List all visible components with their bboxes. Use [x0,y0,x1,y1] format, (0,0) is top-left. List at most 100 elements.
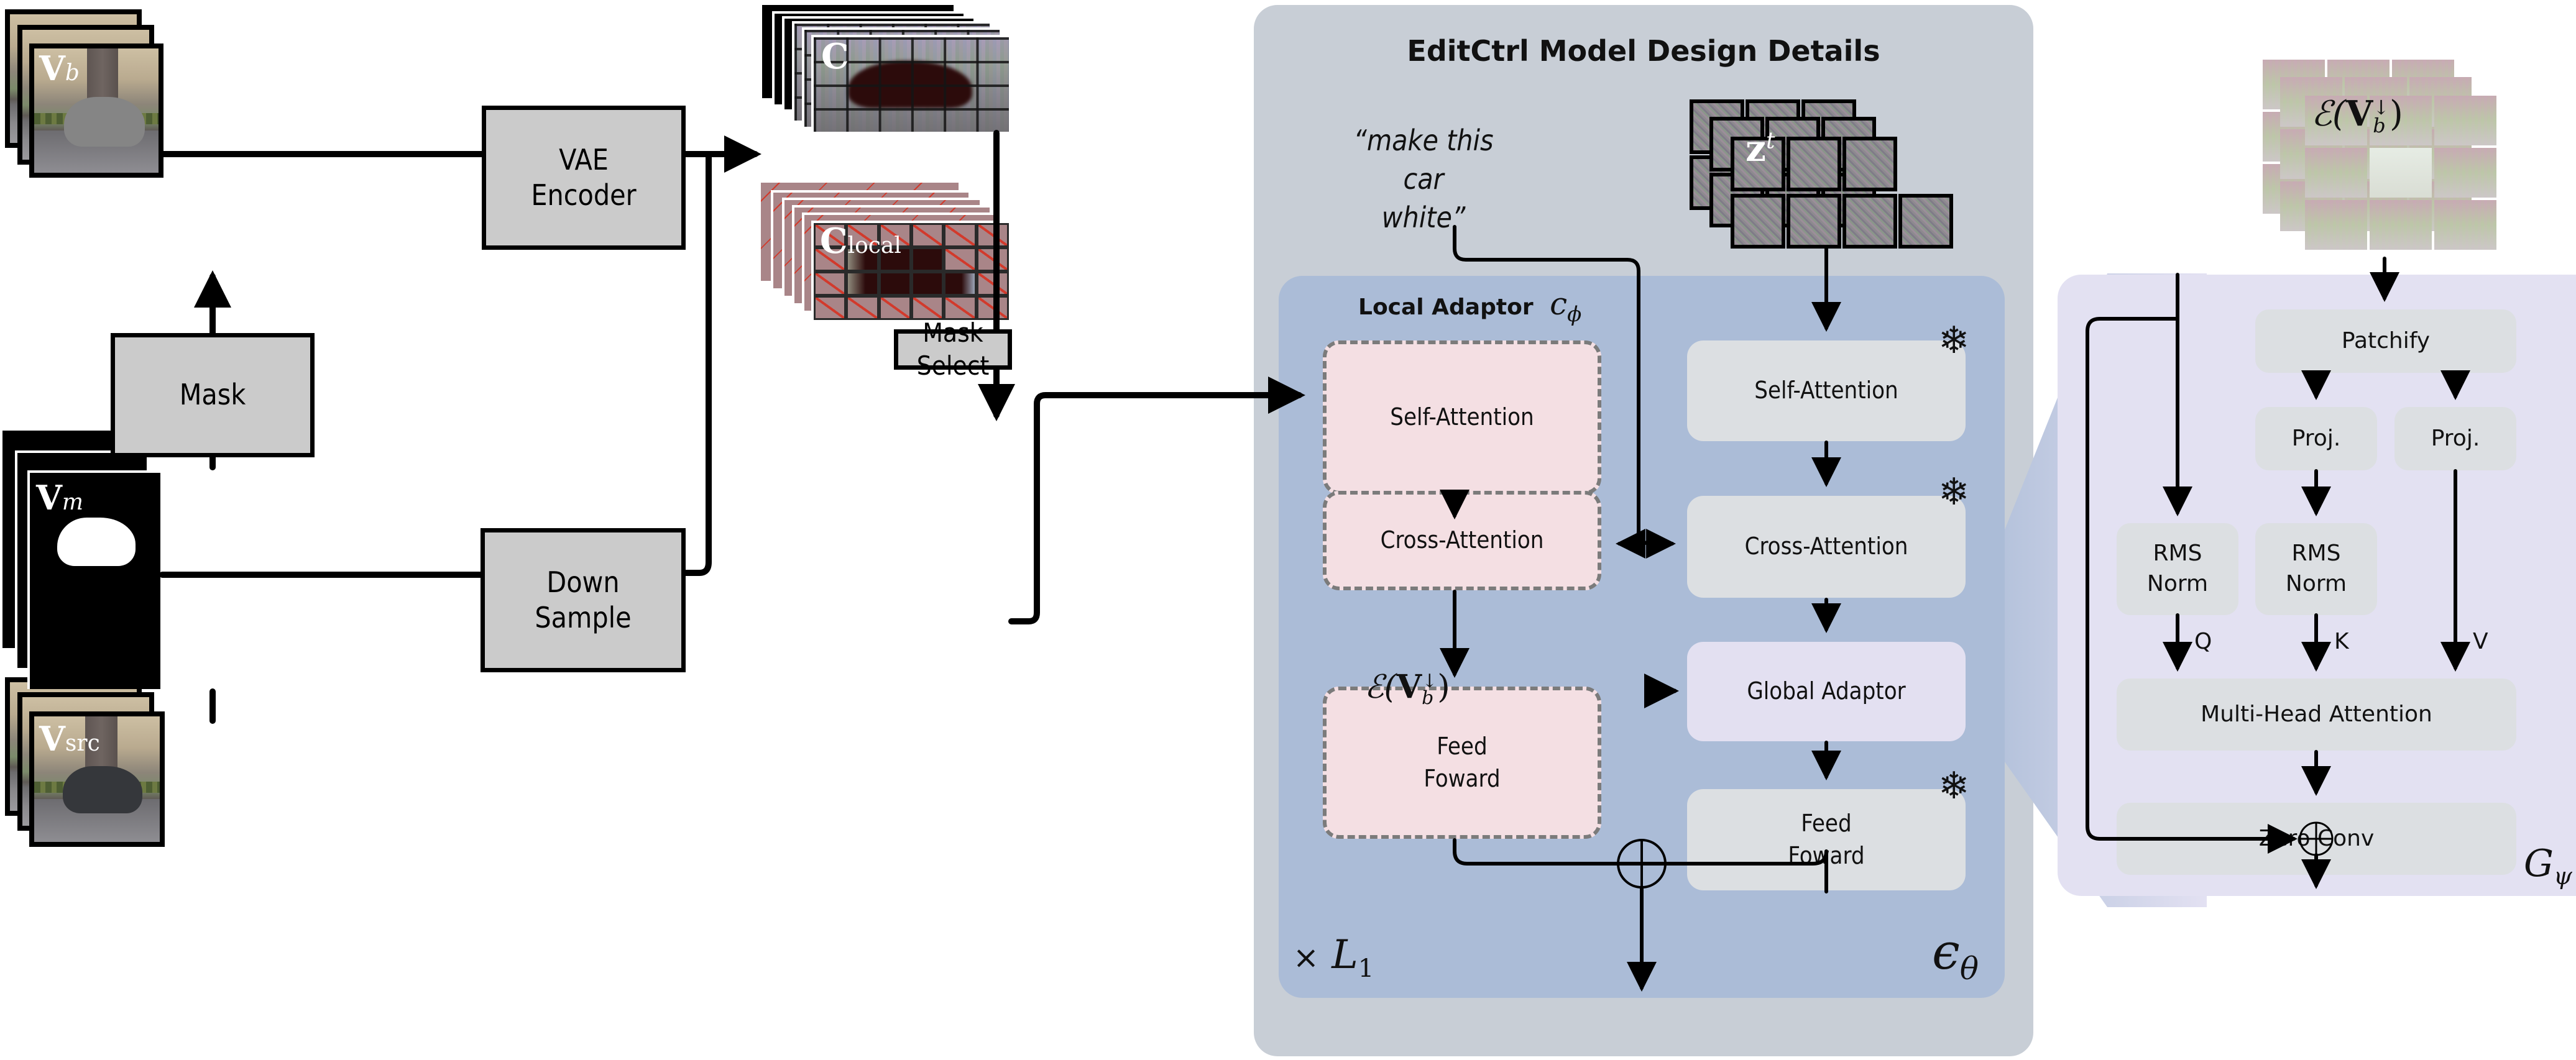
mask-select-block[interactable]: Mask Select [894,318,1012,381]
backbone-feed-forward-label-line2: Foward [1788,841,1865,869]
frozen-snowflake-icon: ❄ [1938,764,1970,808]
proj-k-block[interactable]: Proj. [2255,407,2377,470]
editctrl-title: EditCtrl Model Design Details [1407,34,1880,68]
patchify-block[interactable]: Patchify [2255,309,2516,373]
down-sample-label-line1: Down [546,565,620,599]
patchify-label: Patchify [2341,327,2431,354]
layer-repeat-label: × L1 [1293,932,1374,983]
noise-tile [1898,194,1953,249]
background-video-frame-1[interactable]: Vb [29,43,163,178]
backbone-cross-attention-label: Cross-Attention [1744,532,1908,560]
source-car [63,766,142,813]
down-sample-label-line2: Sample [535,601,632,634]
local-context-kept-cell [911,272,944,296]
zero-conv-block[interactable]: Zero Conv [2117,803,2516,875]
proj-k-label: Proj. [2291,425,2341,451]
down-sample-block[interactable]: Down Sample [481,528,686,672]
local-context-kept-cell [911,247,944,272]
local-feed-forward-label-line1: Feed [1437,733,1488,761]
local-context-masked-cell [814,247,847,272]
noise-tile [1787,137,1841,191]
noisy-latent[interactable] [1690,99,1957,249]
encoded-background-tile [2370,148,2432,198]
context-latent-label: C [821,36,849,77]
global-adaptor-symbol: Gψ [2524,842,2572,890]
local-cross-attention-label: Cross-Attention [1380,526,1544,554]
rms-norm-k-label-line1: RMS [2291,541,2341,567]
text-prompt-line1: “make this car [1353,124,1494,196]
zero-conv-label: Zero Conv [2258,825,2375,851]
encoded-background-tile [2434,96,2496,145]
car-mask-silhouette [57,518,136,566]
local-adaptor-symbol: cϕ [1550,286,1582,327]
local-adaptor-label: Local Adaptor [1358,295,1534,320]
multi-head-attention-label: Multi-Head Attention [2201,701,2432,727]
background-video-label: Vb [39,48,80,88]
frozen-snowflake-icon: ❄ [1938,319,1970,362]
local-context-masked-cell [814,272,847,296]
vae-encoder-label-line1: VAE [559,142,609,176]
encoded-background-tile [2305,200,2367,250]
wire-downsample-to-vae-junction [683,151,712,576]
backbone-self-attention-block[interactable]: Self-Attention [1687,340,1966,441]
local-context-masked-cell [878,296,911,320]
query-label: Q [2194,629,2212,654]
local-context-kept-cell [846,272,879,296]
multi-head-attention-block[interactable]: Multi-Head Attention [2117,678,2516,751]
proj-v-label: Proj. [2431,425,2480,451]
local-context-masked-cell [911,223,944,247]
mask-block[interactable]: Mask [111,333,315,457]
local-context-masked-cell [814,223,847,247]
local-feed-forward-block[interactable]: Feed Foward [1323,687,1601,839]
local-context-masked-cell [976,296,1009,320]
local-context-label: Clocal [820,221,901,262]
noise-tile [1842,194,1897,249]
proj-v-block[interactable]: Proj. [2394,407,2516,470]
global-adaptor-label: Global Adaptor [1747,677,1906,705]
frozen-snowflake-icon: ❄ [1938,470,1970,514]
encoded-background-tile [2370,200,2432,250]
rms-norm-k-label-line2: Norm [2285,571,2347,596]
local-context-kept-cell [878,247,911,272]
local-context-kept-cell [846,247,879,272]
local-context-masked-cell [944,223,977,247]
local-cross-attention-block[interactable]: Cross-Attention [1323,491,1601,590]
key-label: K [2334,629,2349,654]
backbone-cross-attention-block[interactable]: Cross-Attention [1687,496,1966,598]
local-context-masked-cell [976,247,1009,272]
backbone-feed-forward-block[interactable]: Feed Foward [1687,789,1966,890]
source-video-label: Vsrc [39,719,100,759]
source-video-frame-1[interactable]: Vsrc [29,711,165,847]
local-context-masked-cell [944,296,977,320]
backbone-feed-forward-label-line1: Feed [1801,810,1852,838]
local-feed-forward-label-line2: Foward [1424,764,1501,792]
local-context-masked-cell [878,223,911,247]
rms-norm-q-block[interactable]: RMS Norm [2117,523,2238,615]
vae-encoder-block[interactable]: VAE Encoder [482,106,686,250]
encoded-background-latent[interactable] [2263,60,2496,258]
local-self-attention-label: Self-Attention [1390,403,1534,431]
mask-video-frame-1[interactable]: Vm [27,470,160,689]
rms-norm-k-block[interactable]: RMS Norm [2255,523,2377,615]
vae-encoder-label-line2: Encoder [531,178,637,212]
local-context-kept-cell [944,272,977,296]
encoded-background-tile [2305,148,2367,198]
local-context-masked-cell [814,296,847,320]
mask-video-label: Vm [36,478,84,518]
local-context-masked-cell [976,272,1009,296]
context-latent-frame-1[interactable]: C [811,35,1009,132]
noise-tile [1787,194,1841,249]
local-self-attention-block[interactable]: Self-Attention [1323,340,1601,495]
local-context-masked-cell [846,296,879,320]
encoded-background-tile [2305,96,2367,145]
global-adaptor-block[interactable]: Global Adaptor [1687,642,1966,741]
mask-select-label: Mask Select [916,318,990,381]
rms-norm-q-label-line2: Norm [2146,571,2209,596]
encoded-background-tile [2434,200,2496,250]
global-adaptor-input-label: ℰ(V↓b) [1364,668,1450,709]
local-context-frame-1[interactable]: Clocal [811,221,1009,320]
encoded-background-label: ℰ(V↓b) [2311,93,2403,137]
masked-car-region [64,97,145,147]
encoded-background-tile [2434,148,2496,198]
value-label: V [2473,629,2488,654]
